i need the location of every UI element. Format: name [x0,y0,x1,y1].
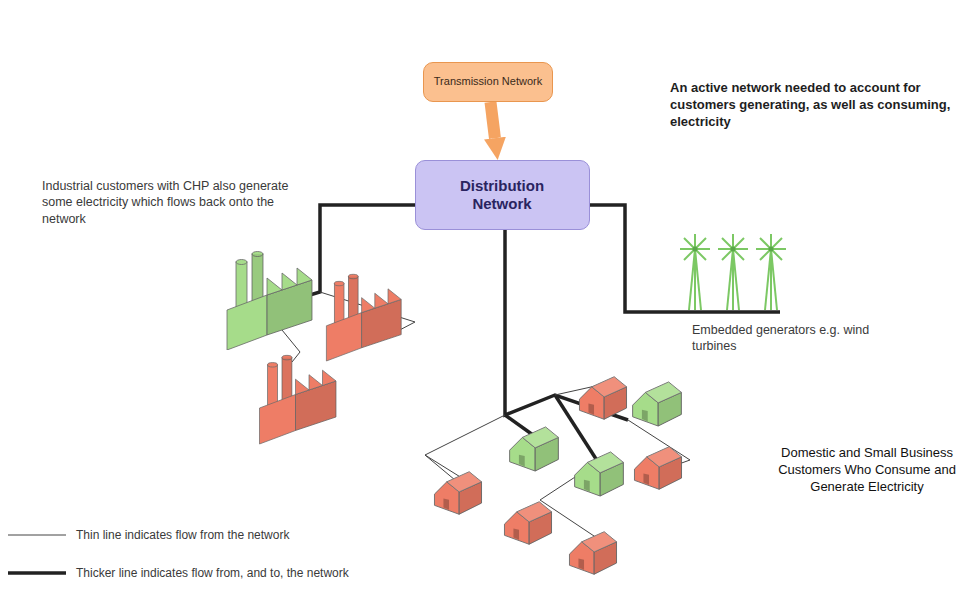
thick-wire [505,230,628,420]
house [434,472,481,515]
thin-wire [425,455,455,480]
factory [326,274,401,361]
house [579,377,626,420]
legend-line-sample [8,528,66,542]
legend-row: Thin line indicates flow from the networ… [8,528,289,542]
annotation: Embedded generators e.g. wind turbines [692,322,882,355]
legend-text: Thicker line indicates flow from, and to… [76,566,349,580]
generating-house [510,427,559,471]
wind-turbine [756,234,786,310]
house [569,532,616,575]
wind-turbine [718,234,748,310]
chp-factory [227,252,312,351]
factory [260,355,337,444]
wind-turbine [680,234,710,310]
generating-house [575,452,624,496]
network-box: Distribution Network [415,160,590,230]
thick-wire [590,205,780,312]
generating-house [633,382,682,426]
annotation: Domestic and Small Business Customers Wh… [758,445,976,496]
source-box: Transmission Network [423,62,553,102]
legend-line-sample [8,566,66,580]
node-label: Distribution Network [443,177,561,213]
annotation: Industrial customers with CHP also gener… [42,178,307,227]
house [634,447,681,490]
flow-arrow [490,102,494,138]
legend-row: Thicker line indicates flow from, and to… [8,566,349,580]
house [504,502,551,545]
note: An active network needed to account for … [670,80,960,131]
legend-text: Thin line indicates flow from the networ… [76,528,289,542]
node-label: Transmission Network [434,75,542,88]
